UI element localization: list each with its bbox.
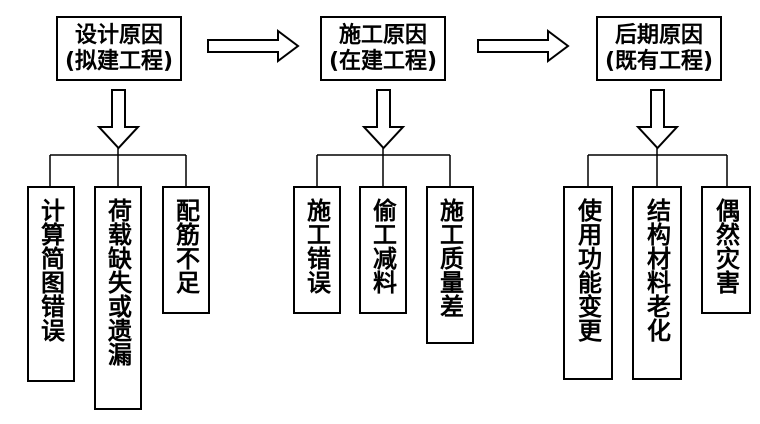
cause-label: 施工错误 (302, 198, 332, 294)
cause-box: 施工质量差 (426, 186, 474, 344)
cause-label: 配筋不足 (171, 198, 201, 294)
down-arrow (96, 89, 141, 150)
category-box-design: 设计原因 (拟建工程) (56, 16, 182, 81)
branch-connector (316, 148, 451, 186)
cause-label: 偶然灾害 (711, 198, 741, 294)
cause-box: 配筋不足 (162, 186, 210, 314)
cause-box: 荷载缺失或遗漏 (94, 186, 142, 410)
cause-box: 使用功能变更 (563, 186, 613, 380)
cause-box: 偶然灾害 (701, 186, 751, 314)
category-title: 后期原因 (614, 22, 703, 48)
down-arrow (635, 89, 680, 150)
category-subtitle: (拟建工程) (64, 48, 174, 74)
cause-label: 偷工减料 (368, 198, 398, 294)
category-subtitle: (既有工程) (604, 48, 714, 74)
cause-label: 使用功能变更 (573, 198, 603, 342)
cause-label: 荷载缺失或遗漏 (103, 198, 133, 366)
down-arrow (361, 89, 406, 150)
cause-label: 计算简图错误 (36, 198, 66, 342)
cause-label: 结构材料老化 (642, 198, 672, 342)
branch-connector (49, 148, 187, 186)
category-title: 设计原因 (74, 22, 163, 48)
cause-box: 施工错误 (293, 186, 341, 314)
category-box-later: 后期原因 (既有工程) (596, 16, 722, 81)
cause-box: 结构材料老化 (632, 186, 682, 380)
right-arrow (477, 29, 570, 63)
branch-connector (587, 148, 728, 186)
category-title: 施工原因 (338, 22, 427, 48)
category-box-construction: 施工原因 (在建工程) (320, 16, 446, 81)
cause-box: 偷工减料 (359, 186, 407, 314)
cause-box: 计算简图错误 (27, 186, 75, 382)
right-arrow (207, 29, 300, 63)
cause-label: 施工质量差 (435, 198, 465, 318)
category-subtitle: (在建工程) (328, 48, 438, 74)
